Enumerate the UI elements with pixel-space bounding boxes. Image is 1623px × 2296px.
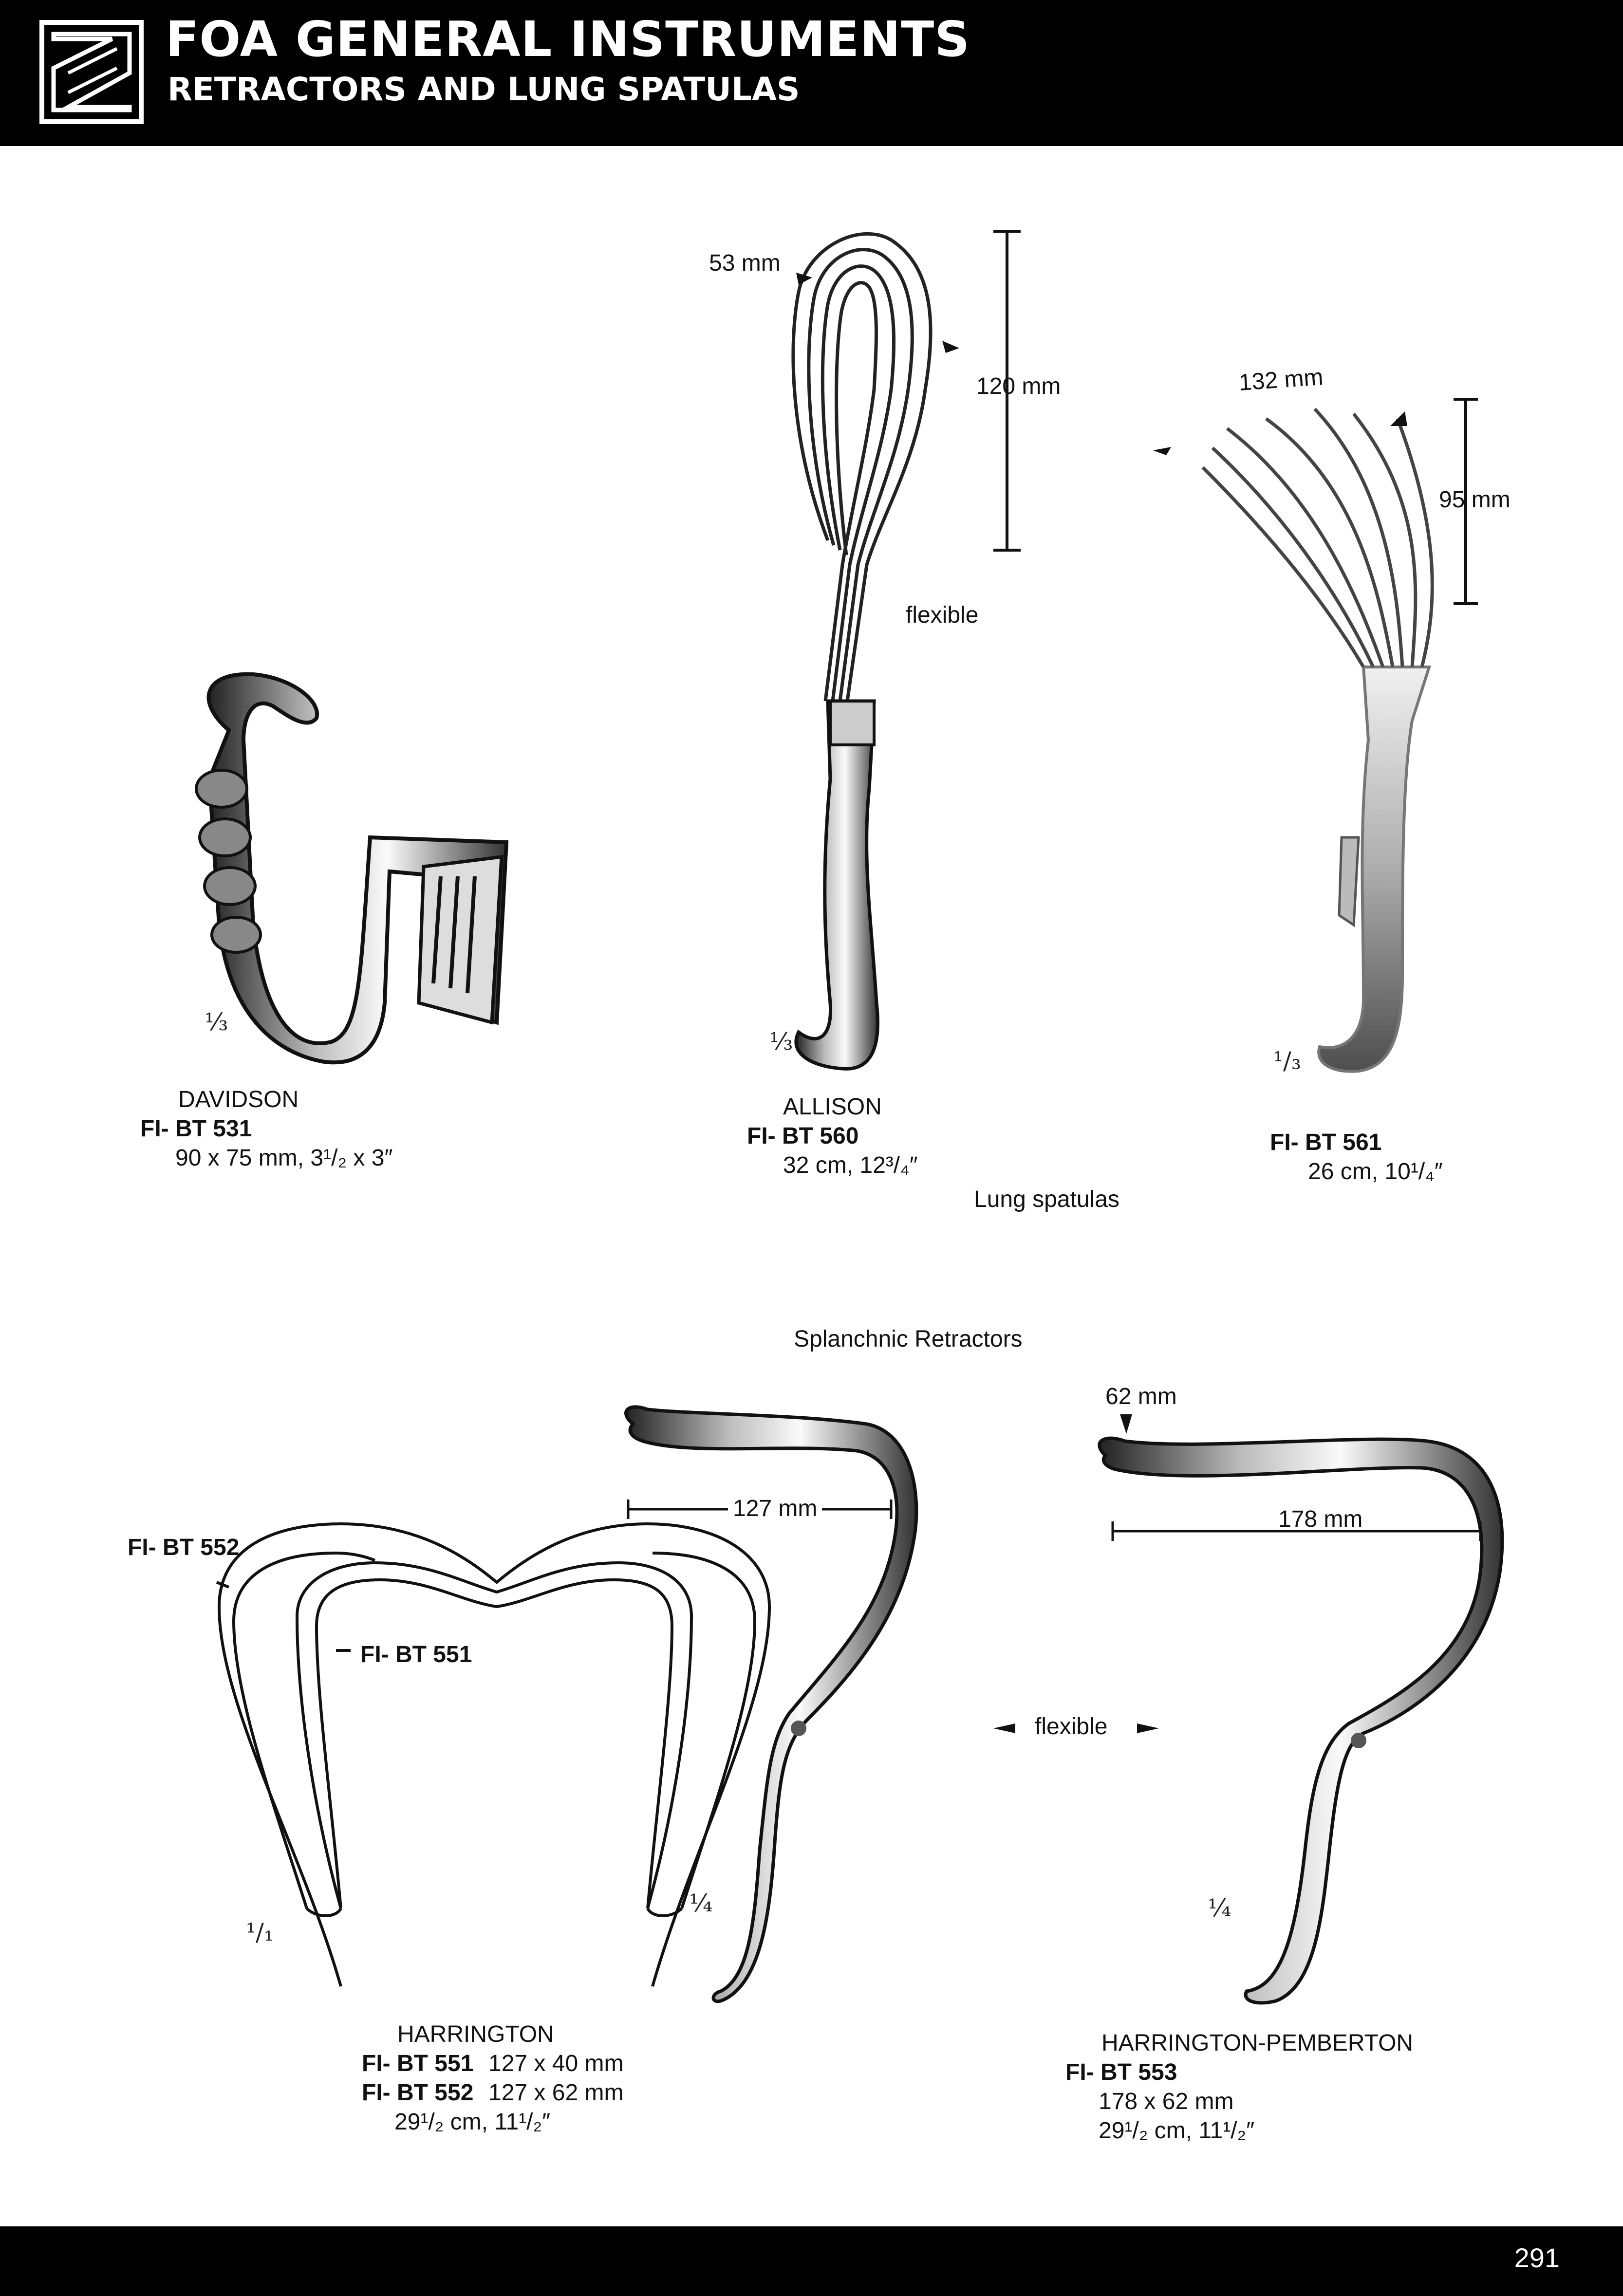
harrington-outline-illustration [217, 1522, 771, 1987]
bt561-spatula-illustration [1201, 407, 1434, 668]
harrington-code-551: FI- BT 551 [362, 2051, 474, 2076]
davidson-scale: ⅓ [205, 1008, 228, 1036]
page-title: FOA GENERAL INSTRUMENTS [166, 11, 970, 68]
splanchnic-retractors-label: Splanchnic Retractors [794, 1326, 1023, 1352]
harrington-side-illustration [624, 1405, 918, 2003]
allison-code: FI- BT 560 [747, 1123, 859, 1149]
harrington-side-scale: ¼ [689, 1889, 713, 1917]
pemberton-code: FI- BT 553 [1065, 2059, 1177, 2085]
bt561-scale: ¹/₃ [1273, 1047, 1301, 1075]
harrington-spec-552: 127 x 62 mm [488, 2080, 624, 2106]
harrington-length: 29¹/₂ cm, 11¹/₂″ [394, 2109, 551, 2135]
harrington-label-552: FI- BT 552 [128, 1535, 240, 1560]
davidson-code: FI- BT 531 [140, 1116, 252, 1142]
bt561-width-dimension: 132 mm [1238, 364, 1325, 396]
allison-handle [794, 699, 879, 1071]
lung-spatulas-label: Lung spatulas [974, 1186, 1119, 1212]
pemberton-spec: 178 x 62 mm [1099, 2089, 1234, 2114]
pemberton-length: 29¹/₂ cm, 11¹/₂″ [1099, 2118, 1255, 2144]
davidson-spec: 90 x 75 mm, 3¹/₂ x 3″ [175, 1145, 393, 1171]
page-subtitle: RETRACTORS AND LUNG SPATULAS [168, 71, 800, 108]
allison-height-dimension: 120 mm [976, 373, 1061, 399]
allison-spec: 32 cm, 12³/₄″ [783, 1152, 918, 1178]
harrington-code-552: FI- BT 552 [362, 2080, 474, 2106]
pemberton-width-dimension: 178 mm [1278, 1506, 1363, 1532]
allison-flexible-note: flexible [906, 602, 979, 628]
allison-width-dimension: 53 mm [709, 250, 781, 276]
harrington-pemberton-illustration [1098, 1436, 1504, 2005]
allison-spatula-illustration [791, 232, 933, 702]
bt561-code: FI- BT 561 [1270, 1129, 1382, 1155]
bt561-spec: 26 cm, 10¹/₄″ [1308, 1159, 1443, 1185]
splanchnic-flexible-note: flexible [1035, 1714, 1108, 1740]
davidson-name: DAVIDSON [178, 1087, 299, 1112]
harrington-spec-551: 127 x 40 mm [488, 2051, 624, 2076]
bt561-height-dimension: 95 mm [1439, 487, 1511, 513]
harrington-width-dimension: 127 mm [728, 1495, 822, 1523]
foa-logo [39, 20, 144, 124]
harrington-name: HARRINGTON [397, 2021, 554, 2047]
pemberton-name: HARRINGTON-PEMBERTON [1101, 2030, 1414, 2056]
pemberton-tip-dimension: 62 mm [1105, 1384, 1177, 1409]
pemberton-scale: ¼ [1208, 1894, 1231, 1922]
page-header: FOA GENERAL INSTRUMENTS RETRACTORS AND L… [0, 0, 1623, 146]
allison-name: ALLISON [783, 1094, 882, 1120]
harrington-label-551: FI- BT 551 [360, 1642, 472, 1667]
davidson-retractor-illustration [195, 672, 509, 1065]
allison-scale: ⅓ [769, 1027, 793, 1055]
page-footer: 291 [0, 2226, 1623, 2296]
bt561-handle [1317, 666, 1432, 1073]
harrington-outline-scale: ¹/₁ [246, 1918, 274, 1946]
page-number: 291 [1514, 2242, 1560, 2273]
